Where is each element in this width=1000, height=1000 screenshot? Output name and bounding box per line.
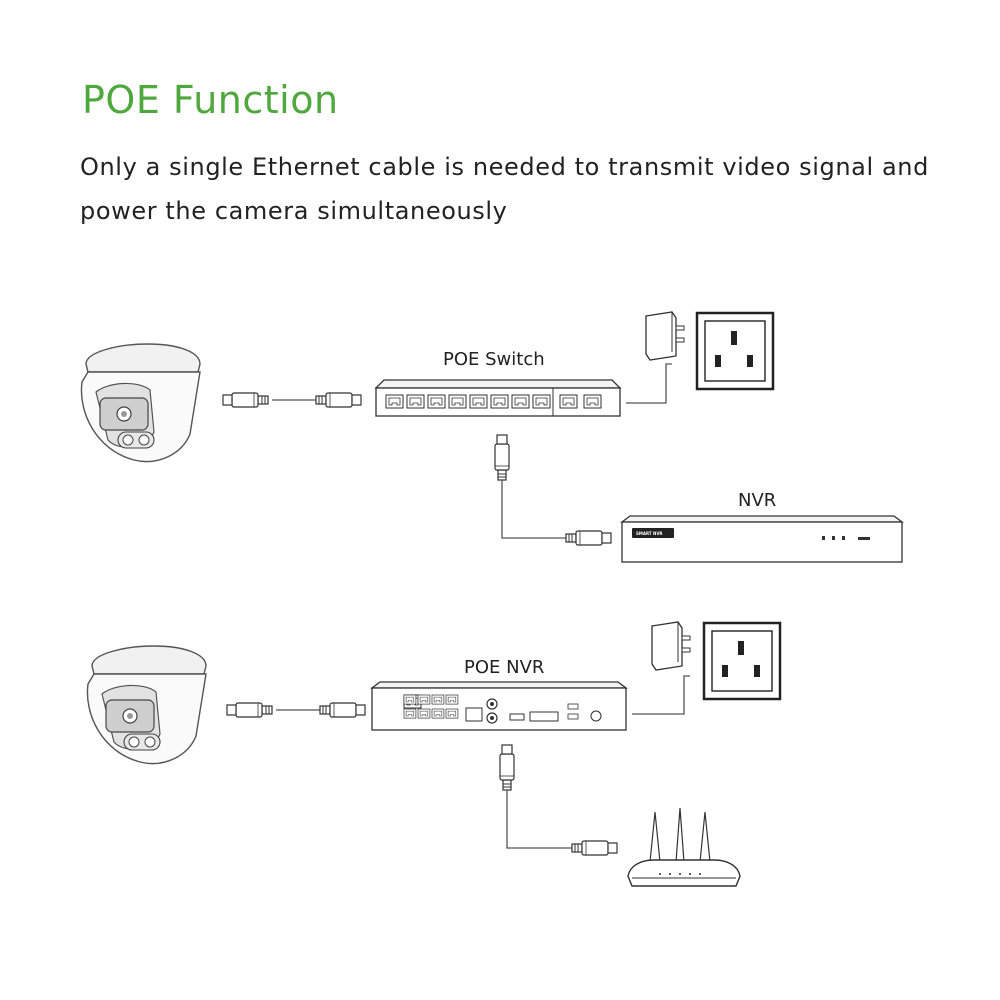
poe-nvr-label: POE NVR [464,657,544,678]
camera-1 [80,343,201,463]
poe-nvr [370,681,628,731]
poe-nvr-power [632,621,782,715]
nvr-label: NVR [738,490,776,511]
poe-switch-label: POE Switch [443,349,545,370]
camera-2 [86,645,207,765]
page-subtitle: Only a single Ethernet cable is needed t… [80,153,929,225]
poe-switch [374,379,622,417]
nvr-badge: SMART NVR [636,531,663,536]
cable-camera-switch [223,392,362,408]
nvr: SMART NVR [620,515,904,563]
cable-camera-poe-nvr [227,702,366,718]
cable-switch-nvr [495,435,612,546]
cable-poe-nvr-router [500,745,618,856]
switch-power [626,311,775,404]
router [627,807,741,887]
page-title: POE Function [82,78,339,122]
